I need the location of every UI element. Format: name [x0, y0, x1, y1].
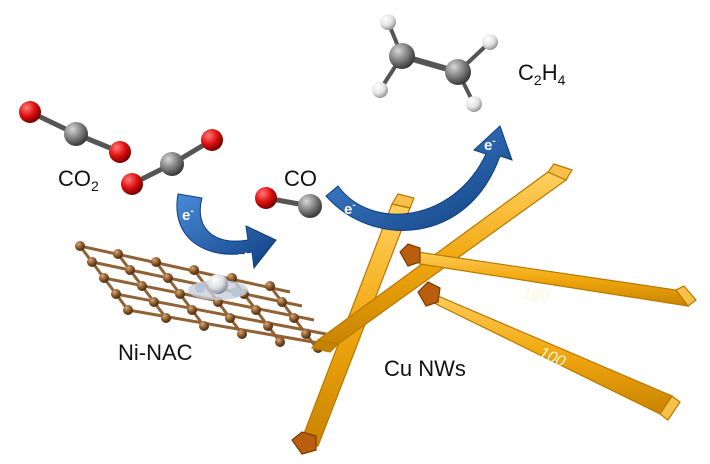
electron-label-2: e-	[236, 248, 248, 266]
co-label: CO	[284, 166, 317, 191]
nickel-site	[188, 274, 248, 300]
cu-nanowires	[291, 163, 697, 455]
facet-label-upper: 100	[521, 285, 550, 306]
arrow-co-to-c2h4	[325, 125, 513, 231]
arrow-co2-to-co	[176, 193, 277, 270]
nanowire-upper-horizontal	[399, 243, 697, 307]
nanowire-end-cap	[291, 431, 317, 455]
c2h4-molecule	[372, 14, 498, 112]
nickel-atom	[208, 274, 228, 294]
nanowire-lower-horizontal	[417, 281, 681, 421]
c2h4-label: C2H4	[518, 60, 566, 88]
ni-nac-label: Ni-NAC	[118, 340, 193, 365]
ni-nac-sheet	[75, 241, 337, 353]
electron-label-4: e-	[484, 136, 496, 154]
electron-label-1: e-	[182, 206, 194, 224]
graphene-atoms	[75, 241, 323, 353]
electron-label-3: e-	[344, 200, 356, 218]
co2-label: CO2	[58, 166, 99, 194]
co-molecule	[255, 187, 322, 218]
cu-nws-label: Cu NWs	[384, 356, 466, 381]
co2-molecule-top	[19, 101, 131, 163]
co2-molecule-bottom	[121, 129, 223, 195]
